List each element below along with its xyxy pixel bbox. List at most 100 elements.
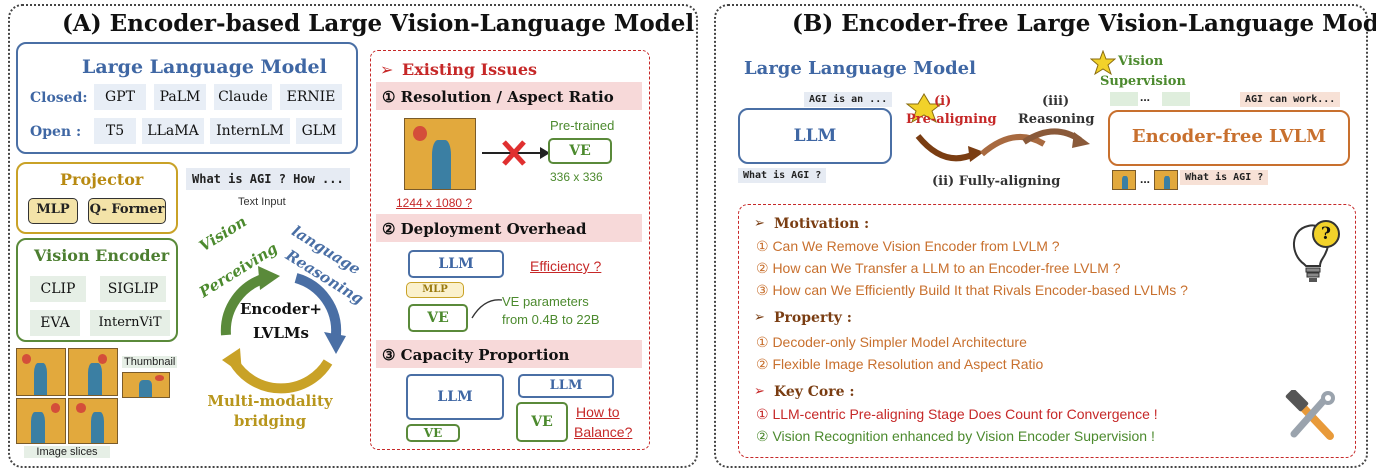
image-slice-4 — [68, 398, 118, 444]
vs-token-dots: ... — [1140, 90, 1151, 104]
vision-encoder-box — [16, 238, 178, 342]
vision-supervision-star-icon — [1090, 50, 1116, 76]
projector-box — [16, 162, 178, 234]
ve-internvit: InternViT — [90, 310, 170, 336]
right-llm-label: LLM — [793, 126, 837, 146]
issue-3-bar — [376, 340, 642, 368]
vs-token-1 — [1110, 92, 1138, 106]
property-bullet: ➢ — [754, 310, 765, 325]
stage-pre-num: (i) — [934, 94, 952, 109]
keycore-bullet: ➢ — [754, 384, 765, 399]
vs-token-2 — [1162, 92, 1190, 106]
image-slice-2 — [68, 348, 118, 396]
issue-2-efficiency: Efficiency ? — [530, 258, 602, 274]
issue-1-bar — [376, 82, 642, 110]
issue-1-image — [404, 118, 476, 190]
issue-2-bar — [376, 214, 642, 242]
issue-3-llm-big: LLM — [406, 374, 504, 420]
stage-fully-label: (ii) Fully-aligning — [932, 174, 1061, 189]
encoder-free-box — [1108, 110, 1350, 166]
cycle-center-line1: Encoder+ — [240, 300, 322, 318]
property-line-1: ① Decoder-only Simpler Model Architectur… — [756, 334, 1027, 350]
ef-input-tag: What is AGI ? — [1180, 170, 1269, 185]
projector-title: Projector — [60, 170, 144, 189]
issue-1-ve: VE — [548, 138, 612, 164]
motivation-bullet: ➢ — [754, 216, 765, 231]
multimodal-bridging-line1: Multi-modality — [207, 392, 333, 410]
multimodal-bridging-line2: bridging — [233, 412, 307, 430]
lightbulb-question-mark: ? — [1321, 224, 1331, 244]
ef-input-image-1 — [1112, 170, 1136, 190]
model-llama: LLaMA — [142, 118, 204, 144]
issues-marker: ➢ — [380, 60, 394, 79]
right-llm-box — [738, 108, 892, 164]
issue-2-bracket — [471, 299, 503, 319]
stage-arrows — [905, 93, 1090, 162]
tools-icon — [1285, 390, 1335, 440]
issue-2-llm: LLM — [408, 250, 504, 278]
thumbnail-label: Thumbnail — [122, 356, 178, 368]
issue-1-ve-size: 336 x 336 — [550, 170, 603, 184]
model-claude: Claude — [214, 84, 272, 110]
projector-qformer: Q- Former — [88, 198, 166, 224]
encoder-free-label: Encoder-free LVLM — [1131, 126, 1327, 147]
thumbnail-image — [122, 372, 170, 398]
issue-3-ve-big: VE — [516, 402, 568, 442]
cycle-arrows — [220, 266, 346, 394]
model-ernie: ERNIE — [280, 84, 342, 110]
model-glm: GLM — [296, 118, 342, 144]
text-input-caption: Text Input — [238, 196, 286, 208]
closed-label: Closed: — [30, 90, 88, 106]
property-head: Property : — [774, 310, 852, 326]
stage-pre-label: Pre-aligning — [906, 112, 997, 127]
ef-input-dots: ... — [1140, 172, 1151, 186]
llm-box-title: Large Language Model — [82, 56, 327, 78]
model-t5: T5 — [94, 118, 136, 144]
llm-input-tag: What is AGI ? — [738, 168, 827, 183]
issue-3-ve-small: VE — [406, 424, 460, 442]
motivation-line-2: ② How can We Transfer a LLM to an Encode… — [756, 260, 1121, 276]
issue-3-llm-small: LLM — [518, 374, 614, 398]
left-panel — [8, 4, 698, 468]
ef-input-image-2 — [1154, 170, 1178, 190]
left-panel-title: (A) Encoder-based Large Vision-Language … — [62, 10, 695, 37]
issue-2-ve-params-line1: VE parameters — [502, 294, 589, 309]
issues-box — [370, 50, 650, 450]
stage-reason-label: Reasoning — [1018, 112, 1095, 127]
issue-2-ve: VE — [408, 304, 468, 332]
ve-eva: EVA — [30, 310, 80, 336]
motivation-line-3: ③ How can We Efficiently Build It that R… — [756, 282, 1188, 298]
motivation-line-1: ① Can We Remove Vision Encoder from LVLM… — [756, 238, 1060, 254]
keycore-line-1: ① LLM-centric Pre-aligning Stage Does Co… — [756, 406, 1158, 422]
vision-supervision-line1: Vision — [1118, 54, 1164, 69]
right-panel — [714, 4, 1368, 468]
image-slice-1 — [16, 348, 66, 396]
issue-2-ve-params-line2: from 0.4B to 22B — [502, 312, 600, 327]
issue-1-label: ① Resolution / Aspect Ratio — [382, 88, 614, 106]
lightbulb-icon — [1293, 220, 1340, 282]
llm-output-tag: AGI is an ... — [804, 92, 893, 107]
llm-box — [16, 42, 358, 154]
ef-output-tag: AGI can work... — [1240, 92, 1341, 107]
issue-1-arrow — [482, 140, 550, 166]
motivation-head: Motivation : — [774, 216, 870, 232]
right-panel-title: (B) Encoder-free Large Vision-Language M… — [792, 10, 1376, 37]
issue-1-pretrained: Pre-trained — [550, 118, 615, 133]
issue-3-label: ③ Capacity Proportion — [382, 346, 570, 364]
ve-siglip: SIGLIP — [100, 276, 166, 302]
image-slices-label: Image slices — [24, 446, 110, 458]
model-palm: PaLM — [154, 84, 206, 110]
issue-3-balance-line1: How to — [576, 404, 620, 420]
vision-supervision-line2: Supervision — [1100, 74, 1186, 89]
issue-1-img-size: 1244 x 1080 ? — [396, 196, 473, 210]
keycore-head: Key Core : — [774, 384, 855, 400]
issues-title: Existing Issues — [402, 60, 537, 79]
text-input-value: What is AGI ? How ... — [186, 168, 350, 190]
vision-encoder-title: Vision Encoder — [34, 246, 170, 265]
image-slice-3 — [16, 398, 66, 444]
description-box — [738, 204, 1356, 458]
issue-3-balance-line2: Balance? — [574, 424, 633, 440]
projector-mlp: MLP — [28, 198, 78, 224]
stage-reason-num: (iii) — [1042, 94, 1070, 109]
cycle-center-line2: LVLMs — [252, 324, 309, 342]
